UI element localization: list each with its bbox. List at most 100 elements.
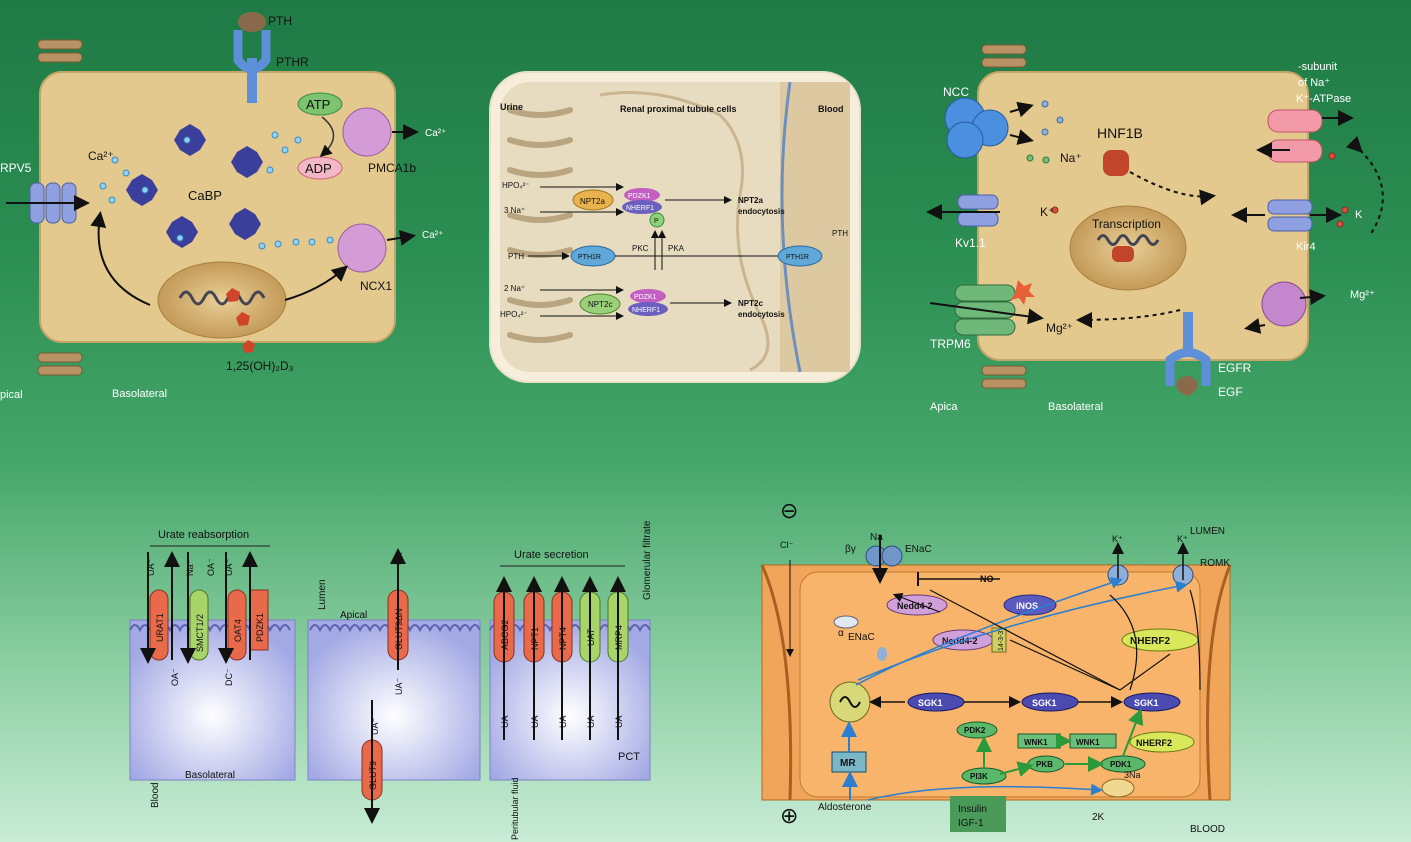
sodium-nherf2-b: NHERF2 xyxy=(1136,738,1172,748)
ncx1-exchanger xyxy=(337,223,387,273)
mg-exchanger xyxy=(1261,281,1307,327)
label-atp: ATP xyxy=(306,97,330,112)
mg-transcription: Transcription xyxy=(1092,217,1161,231)
mg-kplus: K⁺ xyxy=(1040,205,1054,219)
phospho-icon xyxy=(649,212,665,228)
urate-urat1: URAT1 xyxy=(155,613,165,642)
sodium-enac-top: ENaC xyxy=(905,544,932,555)
enac-channel xyxy=(865,545,903,567)
sodium-cl: Cl⁻ xyxy=(780,540,793,550)
label-adp: ADP xyxy=(305,161,332,176)
sodium-romk: ROMK xyxy=(1200,558,1230,569)
phos-npt2c-endo-2: endocytosis xyxy=(738,310,785,319)
nherf2-b xyxy=(1129,731,1195,753)
label-ca-in: Ca²⁺ xyxy=(88,149,114,163)
urate-smct: SMCT1/2 xyxy=(195,614,205,652)
urate-top-oa: OA⁻ xyxy=(206,558,216,576)
urate-pdzk1: PDZK1 xyxy=(255,613,265,642)
phos-npt2c: NPT2c xyxy=(588,300,612,309)
mg-na: Na⁺ xyxy=(1060,151,1082,165)
sodium-blood: BLOOD xyxy=(1190,824,1225,835)
mg-atpase: K⁺-ATPase xyxy=(1296,93,1351,105)
urate-lumen: Lumen xyxy=(317,579,328,610)
urate-ua-s1: UA⁻ xyxy=(500,710,510,728)
na-k-atpase xyxy=(1267,109,1323,163)
dna-icon xyxy=(178,290,266,306)
calcium-nucleus xyxy=(157,261,287,339)
label-pthr: PTHR xyxy=(276,55,309,69)
phos-hpo4-2: HPO₄²⁻ xyxy=(500,310,528,319)
nherf1-a xyxy=(622,200,662,214)
urate-ua-s4: UA⁻ xyxy=(586,710,596,728)
sodium-nedd4-1: Nedd4-2 xyxy=(897,601,933,611)
phos-pth1r-left: PTH1R xyxy=(578,254,601,261)
mg-trpm6: TRPM6 xyxy=(930,337,971,351)
phos-nherf1-a: NHERF1 xyxy=(626,205,654,212)
npt2a-transporter xyxy=(572,189,614,211)
urate-bot-dc: DC⁻ xyxy=(224,668,234,686)
mg-egfr: EGFR xyxy=(1218,361,1252,375)
pth-ligand xyxy=(238,12,266,32)
phos-blood: Blood xyxy=(818,104,844,114)
urate-ua-s2: UA⁻ xyxy=(530,710,540,728)
mg-subunit: -subunit xyxy=(1298,61,1337,73)
sodium-enac-mid: ENaC xyxy=(848,632,875,643)
urate-apical: Apical xyxy=(340,610,367,621)
urate-reabs: Urate reabsorption xyxy=(158,529,249,541)
phosphate-panel: Urine Renal proximal tubule cells Blood … xyxy=(489,71,861,383)
tight-junction-bottom-2 xyxy=(981,365,1027,389)
nherf1-c xyxy=(628,302,668,316)
sodium-nedd4-2: Nedd4-2 xyxy=(942,636,978,646)
microvilli xyxy=(507,107,573,343)
sgk1-c xyxy=(1123,692,1181,712)
urate-glom: Glomerular filtrate xyxy=(642,520,653,600)
sodium-sgk1-c: SGK1 xyxy=(1134,698,1159,708)
label-ncx1: NCX1 xyxy=(360,279,392,293)
sodium-panel: ⊖ ⊕ Cl⁻ Na βγ ENaC LUMEN ROMK K⁺ K⁺ NO N… xyxy=(760,498,1232,835)
calcium-panel: PTH PTHR ATP ADP PMCA1b Ca²⁺ Ca²⁺ NCX1 C… xyxy=(0,12,446,401)
label-apical-1: pical xyxy=(0,389,23,401)
sodium-plus: ⊕ xyxy=(780,803,798,828)
phos-npt2a-endo-1: NPT2a xyxy=(738,196,763,205)
pdzk1-c xyxy=(630,289,666,303)
sodium-pi3k: PI3K xyxy=(970,772,988,781)
mg-kir4: Kir4 xyxy=(1296,241,1316,253)
label-ca-out-2: Ca²⁺ xyxy=(422,230,443,241)
pth1r-right xyxy=(777,245,823,267)
mg-hnf1b: HNF1B xyxy=(1097,125,1143,141)
phos-p: P xyxy=(654,218,659,225)
pmca1b-pump xyxy=(342,107,392,157)
phos-npt2c-endo-1: NPT2c xyxy=(738,299,763,308)
label-pmca1b: PMCA1b xyxy=(368,161,416,175)
urate-top-ua: UA⁻ xyxy=(146,558,156,576)
sodium-aldo: Aldosterone xyxy=(818,802,872,813)
dna-icon-2 xyxy=(1096,234,1160,246)
tight-junction-bottom xyxy=(37,352,83,376)
sodium-pdk1: PDK1 xyxy=(1110,760,1132,769)
sodium-1433: 14-3-3 xyxy=(998,631,1005,651)
urate-basolateral: Basolateral xyxy=(185,770,235,781)
urate-top-na: Na⁺ xyxy=(185,559,195,576)
phos-cells: Renal proximal tubule cells xyxy=(620,104,737,114)
label-ca-out-1: Ca²⁺ xyxy=(425,128,446,139)
mg-mg-out: Mg²⁺ xyxy=(1350,289,1375,301)
pdzk1-a xyxy=(624,188,660,202)
hnf1b-protein xyxy=(1103,150,1129,176)
urate-top-ua2: UA⁻ xyxy=(224,558,234,576)
atp-badge xyxy=(297,92,343,116)
mg-basolateral: Basolateral xyxy=(1048,401,1103,413)
mg-egf: EGF xyxy=(1218,385,1243,399)
label-vitd: 1,25(OH)₂D₃ xyxy=(226,359,294,373)
urate-blood: Blood xyxy=(150,782,161,808)
na-k-pump xyxy=(1101,778,1135,798)
na-dots xyxy=(1041,100,1064,136)
phos-pka: PKA xyxy=(668,244,685,253)
urat1 xyxy=(149,589,169,661)
cl-dots xyxy=(1026,154,1050,164)
sodium-bg: βγ xyxy=(845,544,856,555)
burst-icon xyxy=(1011,280,1035,305)
mg-ncc: NCC xyxy=(943,85,969,99)
magnesium-panel: NCC Na⁺ HNF1B -subunit of Na⁺ K⁺-ATPase xyxy=(926,44,1384,413)
phos-nherf1-c: NHERF1 xyxy=(632,307,660,314)
